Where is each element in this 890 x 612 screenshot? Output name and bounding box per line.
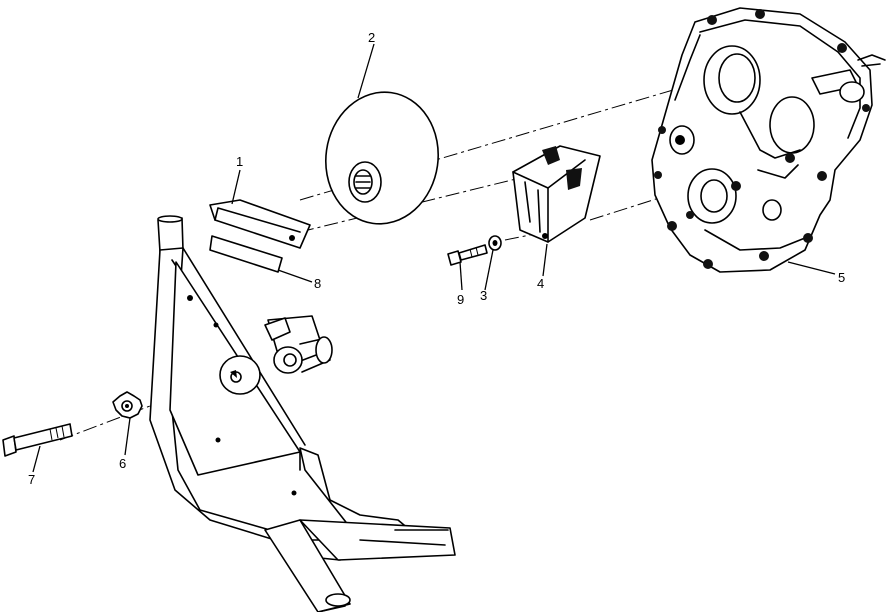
part-7-long-bolt bbox=[2, 423, 73, 457]
callout-5: 5 bbox=[838, 270, 845, 285]
callout-6: 6 bbox=[119, 456, 126, 471]
leader-6 bbox=[124, 417, 131, 456]
callout-9: 9 bbox=[457, 292, 464, 307]
callout-2: 2 bbox=[368, 30, 375, 45]
callout-labels: 2 1 8 9 3 4 5 6 7 bbox=[28, 30, 845, 487]
leader-8 bbox=[277, 269, 313, 283]
axis-line-mount bbox=[589, 184, 701, 221]
leader-1 bbox=[231, 169, 241, 205]
part-5-gear-case-cover bbox=[651, 7, 886, 273]
callout-3: 3 bbox=[480, 288, 487, 303]
callout-1: 1 bbox=[236, 154, 243, 169]
leader-9 bbox=[459, 261, 463, 291]
leader-3 bbox=[484, 249, 494, 291]
leader-4 bbox=[542, 243, 548, 277]
pivot-plate bbox=[219, 355, 261, 395]
leader-5 bbox=[787, 261, 836, 275]
callout-8: 8 bbox=[314, 276, 321, 291]
part-9-bolt bbox=[447, 244, 488, 266]
part-4-mount-bracket bbox=[512, 145, 601, 243]
axis-line-disc bbox=[299, 84, 691, 201]
leader-2 bbox=[357, 43, 375, 99]
part-1-bracket bbox=[209, 199, 311, 249]
frame-stand bbox=[149, 215, 456, 612]
leader-7 bbox=[32, 445, 41, 473]
callout-7: 7 bbox=[28, 472, 35, 487]
part-2-disc bbox=[324, 91, 440, 225]
callout-4: 4 bbox=[537, 276, 544, 291]
bushing-sleeve bbox=[264, 315, 333, 374]
leader-lines bbox=[32, 43, 836, 473]
part-6-star-knob bbox=[112, 391, 143, 419]
part-8-strip bbox=[209, 235, 283, 273]
part-3-washer bbox=[488, 235, 502, 251]
